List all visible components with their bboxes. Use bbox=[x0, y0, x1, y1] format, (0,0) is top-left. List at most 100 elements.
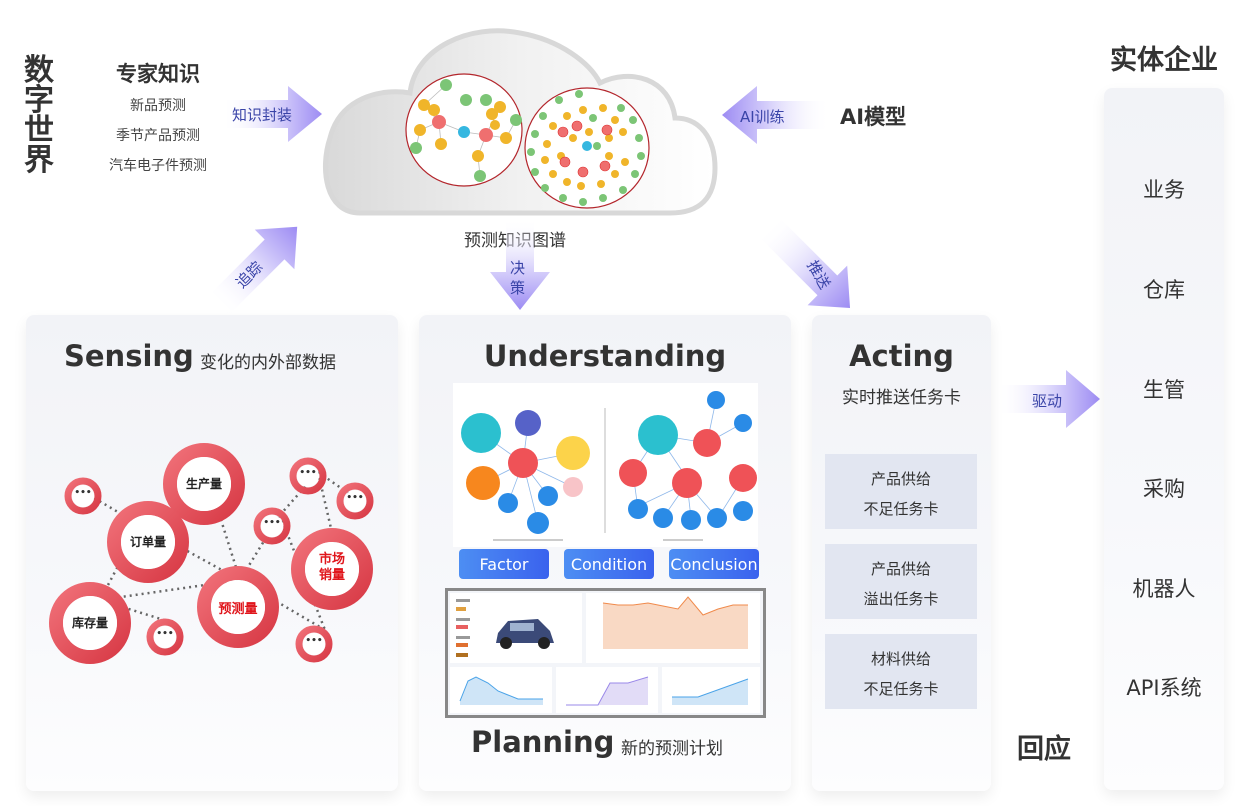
decision-char: 策 bbox=[510, 279, 526, 297]
ai-training-label: AI训练 bbox=[740, 108, 785, 126]
task-card-line: 溢出任务卡 bbox=[863, 590, 939, 608]
node-more: ••• bbox=[295, 625, 333, 667]
task-card-line: 不足任务卡 bbox=[863, 680, 939, 698]
forecast-dashboard-image bbox=[445, 588, 766, 718]
node-label: ••• bbox=[263, 518, 281, 528]
car-icon bbox=[496, 619, 554, 649]
node-label: 生产量 bbox=[185, 477, 222, 491]
entity-title: 实体企业 bbox=[1110, 45, 1218, 76]
cycle-ring-icon bbox=[197, 566, 279, 648]
drive-label: 驱动 bbox=[1032, 392, 1063, 410]
cycle-ring-small-icon bbox=[64, 477, 102, 515]
push-arrow: 推送 bbox=[758, 216, 860, 314]
node-label: 市场销量 bbox=[318, 552, 345, 583]
sensing-title: Sensing bbox=[64, 339, 194, 373]
factor-button[interactable]: Factor bbox=[459, 549, 549, 579]
task-card-line: 材料供给 bbox=[870, 650, 931, 668]
node-more: ••• bbox=[146, 618, 184, 660]
planning-subtitle: 新的预测计划 bbox=[621, 739, 723, 759]
entity-item-business[interactable]: 业务 bbox=[1143, 178, 1185, 202]
expert-knowledge-list: 新品预测 季节产品预测 汽车电子件预测 bbox=[90, 94, 226, 184]
node-label: ••• bbox=[305, 636, 323, 646]
decision-char: 决 bbox=[510, 259, 526, 277]
expert-item: 新品预测 bbox=[130, 98, 186, 114]
node-label: 订单量 bbox=[129, 535, 166, 549]
ccc-button-row: Factor Condition Conclusion bbox=[459, 549, 759, 579]
node-label: ••• bbox=[299, 468, 317, 478]
node-label: ••• bbox=[156, 629, 174, 639]
tracking-arrow: 追踪 bbox=[208, 226, 308, 316]
cycle-ring-small-icon bbox=[336, 482, 374, 520]
factor-graph bbox=[461, 391, 757, 541]
cycle-ring-icon bbox=[163, 443, 245, 525]
node-market-sales: 市场销量 bbox=[290, 527, 374, 615]
node-label: ••• bbox=[74, 488, 92, 498]
knowledge-package-label: 知识封装 bbox=[232, 106, 293, 124]
knowledge-graph-small bbox=[405, 73, 523, 187]
sensing-subtitle: 变化的内外部数据 bbox=[200, 353, 336, 373]
node-label: 预测量 bbox=[218, 602, 258, 617]
arrow-right-icon bbox=[996, 370, 1100, 428]
understanding-title: Understanding bbox=[483, 339, 727, 373]
task-card[interactable]: 材料供给 不足任务卡 bbox=[825, 634, 977, 709]
decision-arrow: 决 策 bbox=[490, 218, 550, 310]
node-more: ••• bbox=[64, 477, 102, 519]
ai-training-arrow: AI训练 bbox=[722, 86, 830, 144]
acting-panel: Acting 实时推送任务卡 产品供给 不足任务卡 产品供给 溢出任务卡 材料供… bbox=[812, 315, 991, 791]
entity-panel: 业务 仓库 生管 采购 机器人 API系统 bbox=[1104, 88, 1224, 790]
conclusion-button[interactable]: Conclusion bbox=[669, 549, 759, 579]
task-card[interactable]: 产品供给 不足任务卡 bbox=[825, 454, 977, 529]
node-more: ••• bbox=[336, 482, 374, 524]
task-card-line: 产品供给 bbox=[870, 470, 931, 488]
node-more: ••• bbox=[253, 507, 291, 549]
task-card-line: 不足任务卡 bbox=[863, 500, 939, 518]
task-card[interactable]: 产品供给 溢出任务卡 bbox=[825, 544, 977, 619]
acting-subtitle: 实时推送任务卡 bbox=[842, 388, 961, 408]
node-production: 生产量 bbox=[162, 442, 246, 530]
entity-item-procurement[interactable]: 采购 bbox=[1143, 477, 1185, 501]
expert-item: 季节产品预测 bbox=[116, 128, 200, 144]
expert-item: 汽车电子件预测 bbox=[109, 158, 207, 174]
digital-world-char: 界 bbox=[24, 143, 54, 178]
entity-item-robot[interactable]: 机器人 bbox=[1132, 577, 1196, 601]
cycle-ring-small-icon bbox=[146, 618, 184, 656]
node-more: ••• bbox=[289, 457, 327, 499]
arrow-down-right-icon bbox=[758, 216, 851, 309]
knowledge-graph-large bbox=[524, 87, 650, 209]
cycle-ring-small-icon bbox=[289, 457, 327, 495]
arrow-down-icon bbox=[490, 218, 550, 310]
digital-world-char: 数 bbox=[24, 53, 54, 88]
ai-model-title: AI模型 bbox=[840, 105, 907, 129]
arrow-right-icon bbox=[222, 86, 322, 142]
node-label: ••• bbox=[346, 493, 364, 503]
acting-title: Acting bbox=[849, 339, 954, 373]
digital-world-title: 数 字 世 界 bbox=[22, 56, 56, 176]
arrow-up-right-icon bbox=[208, 226, 298, 316]
arrow-left-icon bbox=[722, 86, 830, 144]
digital-world-char: 字 bbox=[24, 83, 54, 118]
node-forecast: 预测量 bbox=[196, 565, 280, 653]
task-card-line: 产品供给 bbox=[870, 560, 931, 578]
decision-label: 决 策 bbox=[510, 258, 530, 298]
node-orders: 订单量 bbox=[106, 500, 190, 588]
entity-item-production[interactable]: 生管 bbox=[1143, 378, 1185, 402]
condition-button[interactable]: Condition bbox=[564, 549, 654, 579]
planning-title: Planning bbox=[471, 725, 615, 759]
knowledge-graph-cloud bbox=[320, 18, 720, 218]
node-inventory: 库存量 bbox=[48, 581, 132, 669]
entity-item-warehouse[interactable]: 仓库 bbox=[1143, 278, 1185, 302]
reply-label: 回应 bbox=[1017, 734, 1071, 765]
digital-world-char: 世 bbox=[24, 113, 54, 148]
understanding-panel: Understanding bbox=[419, 315, 791, 791]
knowledge-package-arrow: 知识封装 bbox=[222, 86, 322, 142]
cycle-ring-small-icon bbox=[295, 625, 333, 663]
cycle-ring-icon bbox=[49, 582, 131, 664]
drive-arrow: 驱动 bbox=[996, 370, 1100, 428]
expert-knowledge-title: 专家知识 bbox=[116, 62, 200, 86]
cycle-ring-icon bbox=[291, 528, 373, 610]
entity-item-api-system[interactable]: API系统 bbox=[1126, 676, 1202, 700]
node-label: 库存量 bbox=[71, 616, 108, 630]
cycle-ring-small-icon bbox=[253, 507, 291, 545]
factor-graph-image bbox=[453, 383, 758, 547]
sensing-panel: Sensing 变化的内外部数据 生产量 订单 bbox=[26, 315, 398, 791]
